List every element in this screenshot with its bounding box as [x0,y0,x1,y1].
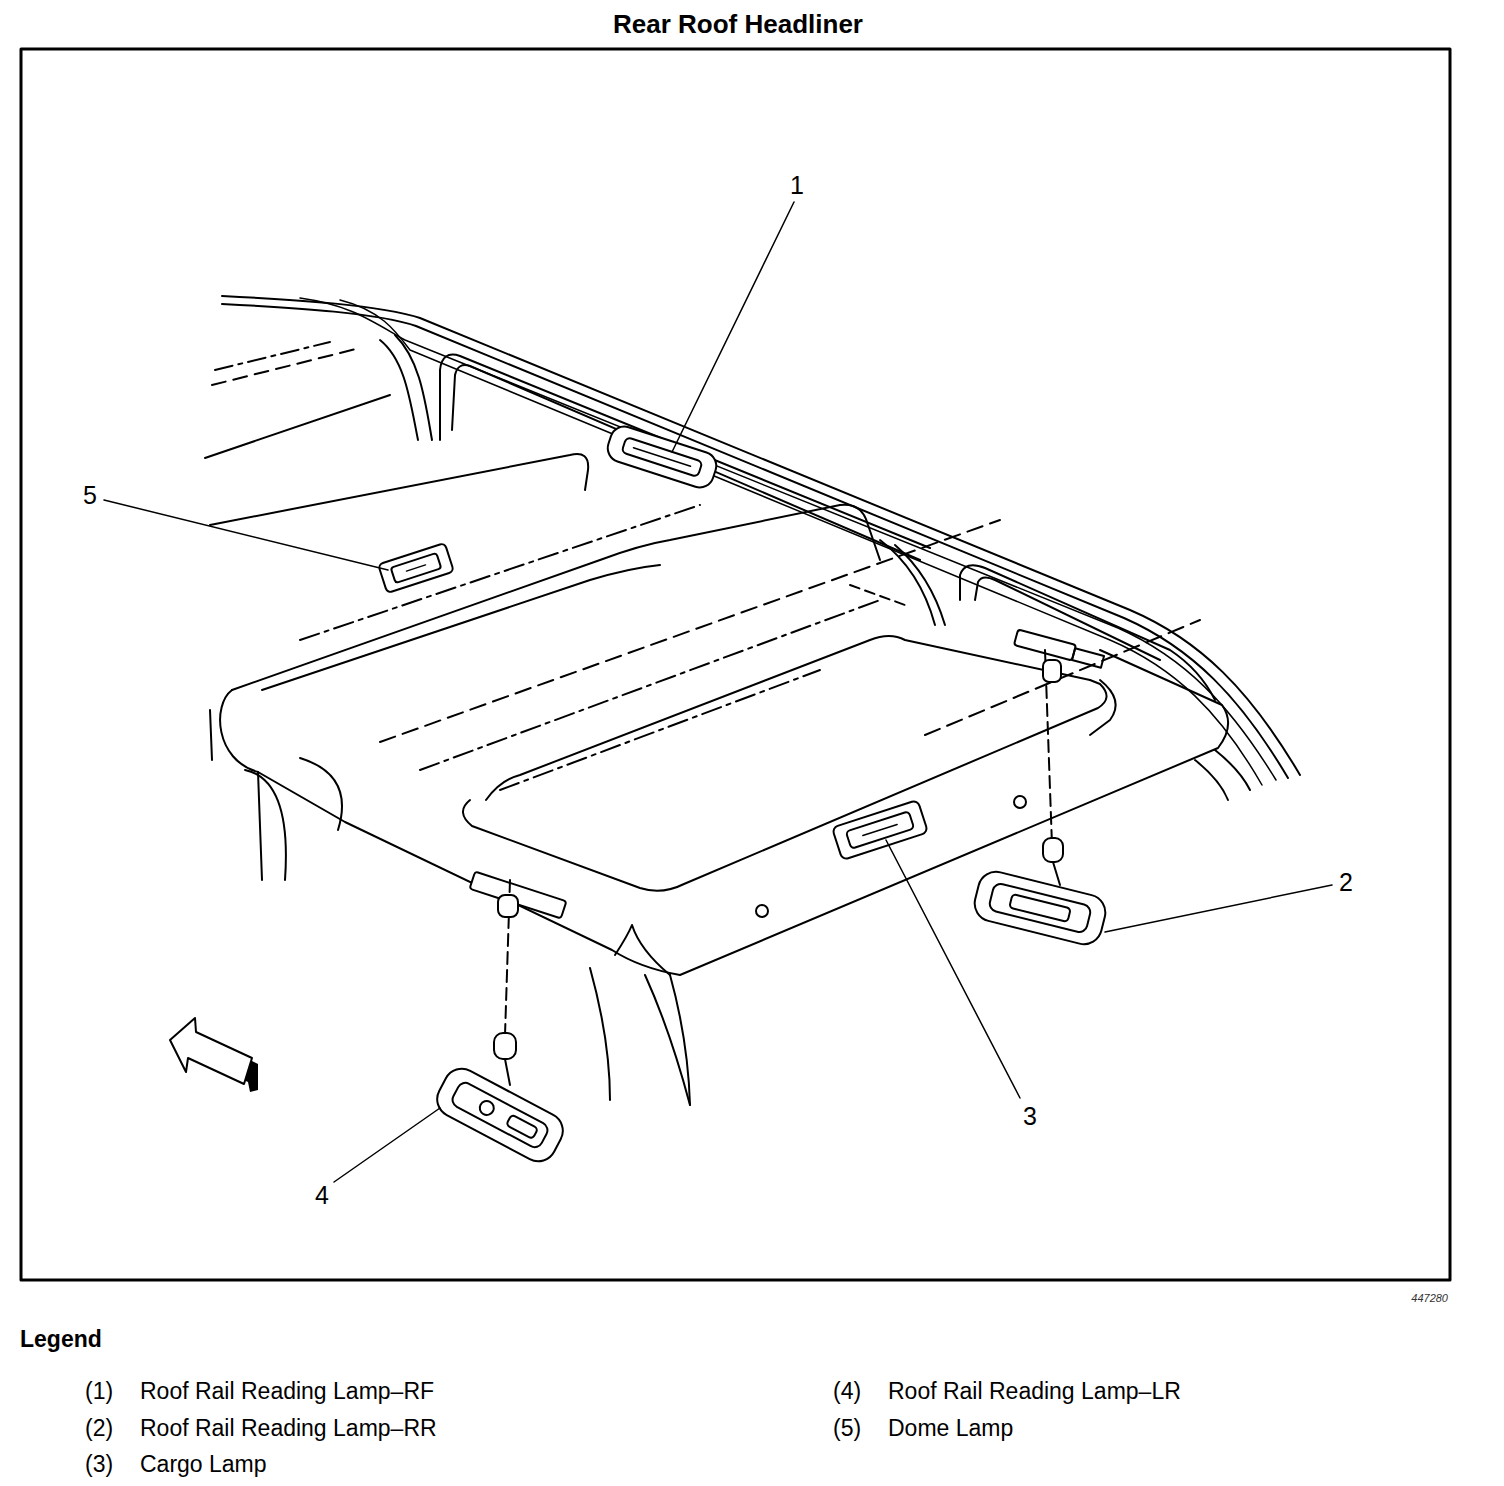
legend-heading: Legend [20,1326,102,1352]
forward-arrow [170,1018,258,1092]
cargo-lamp [832,800,928,860]
legend-text: Roof Rail Reading Lamp–RR [140,1415,437,1441]
figure-title: Rear Roof Headliner [613,10,863,40]
legend-number: (2) [85,1415,113,1441]
legend-number: (1) [85,1378,113,1404]
dome-lamp [378,543,454,593]
legend-number: (3) [85,1451,113,1477]
leader-lines [104,202,1332,1182]
figure-id: 447280 [1411,1292,1448,1305]
front-roof-area [205,335,930,560]
legend-number: (4) [833,1378,861,1404]
pillars [210,710,1250,1105]
lamp-rf [604,423,720,491]
lamp-lr [431,1062,569,1167]
headliner-panel [220,505,1228,975]
callout-number: 5 [81,481,99,510]
roof-rail [222,296,1300,785]
rear-door-opening [880,540,1215,700]
figure-frame [21,49,1450,1280]
legend-text: Roof Rail Reading Lamp–LR [888,1378,1181,1404]
callout-number: 2 [1337,868,1355,897]
callout-number: 1 [788,171,806,200]
legend-text: Dome Lamp [888,1415,1013,1441]
lamp-rr [971,868,1109,948]
legend-number: (5) [833,1415,861,1441]
lamp-rr-wire [1014,630,1104,885]
legend-text: Roof Rail Reading Lamp–RF [140,1378,434,1404]
legend-text: Cargo Lamp [140,1451,267,1477]
callout-number: 4 [313,1181,331,1210]
lamp-lr-wire [470,872,567,1085]
callout-number: 3 [1021,1102,1039,1131]
